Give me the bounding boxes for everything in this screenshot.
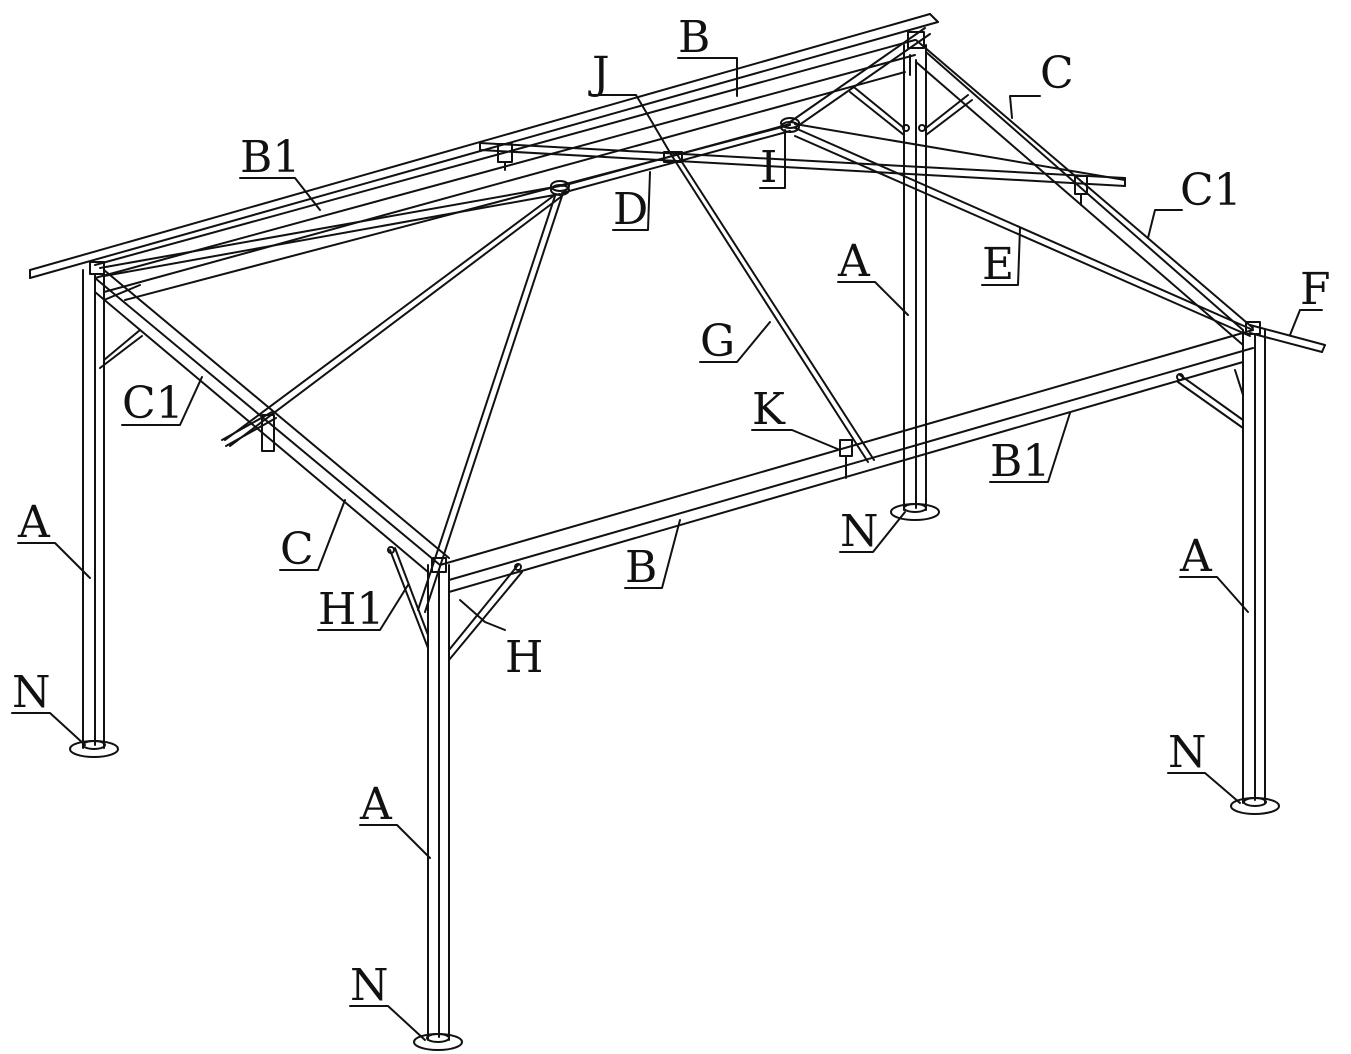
label-a-right: A bbox=[1179, 531, 1213, 582]
label-n-right: N bbox=[1168, 727, 1207, 778]
rafter-right-hub-to-back bbox=[789, 27, 931, 129]
leader-lines bbox=[11, 57, 1323, 1041]
bracket-k bbox=[839, 439, 853, 479]
label-g: G bbox=[700, 316, 735, 367]
rafter-g-ridge-to-k bbox=[671, 155, 875, 463]
brace-h bbox=[448, 563, 523, 661]
label-k: K bbox=[752, 384, 786, 435]
label-j: J bbox=[588, 48, 610, 99]
rafter-g-left-hub-to-front bbox=[417, 195, 563, 613]
hub-right bbox=[780, 117, 800, 133]
label-f: F bbox=[1300, 264, 1331, 315]
label-b-top: B bbox=[678, 12, 710, 63]
labels: B J C B1 I C1 D E A F G C1 K B1 A N C B … bbox=[12, 12, 1331, 1011]
label-n-center: N bbox=[840, 506, 879, 557]
label-b1-left: B1 bbox=[240, 132, 300, 183]
bracket-right-eave bbox=[1074, 175, 1088, 206]
bracket-front-right-top bbox=[1245, 321, 1261, 335]
label-d: D bbox=[613, 184, 648, 235]
label-b-front: B bbox=[625, 542, 657, 593]
label-c1-right: C1 bbox=[1180, 165, 1242, 216]
label-h1: H1 bbox=[318, 584, 384, 635]
post-front-right bbox=[1230, 329, 1280, 815]
bracket-back-right-top bbox=[907, 31, 925, 76]
label-c1-left: C1 bbox=[122, 378, 184, 429]
brace-h1 bbox=[387, 546, 429, 649]
post-front bbox=[413, 564, 463, 1051]
label-c-back: C bbox=[1040, 48, 1074, 99]
label-a-left: A bbox=[17, 497, 51, 548]
rafter-back-to-right-hub bbox=[124, 124, 791, 301]
bracket-back-left-top bbox=[89, 261, 105, 275]
rafter-left-hub-to-back bbox=[99, 185, 561, 277]
post-back-right bbox=[890, 44, 940, 521]
rafter-left-hub-to-left-corner bbox=[224, 193, 563, 447]
brace-back-right-right bbox=[918, 94, 973, 136]
eave-rail-b1-back bbox=[29, 13, 939, 279]
label-e: E bbox=[982, 239, 1014, 290]
bracket-ridge-left bbox=[497, 143, 513, 171]
label-b1-front: B1 bbox=[990, 436, 1050, 487]
bracket-c1-left bbox=[261, 414, 275, 452]
label-i: I bbox=[760, 142, 777, 193]
label-a-front: A bbox=[359, 779, 393, 830]
brace-back-left bbox=[99, 284, 143, 369]
label-n-left: N bbox=[12, 667, 51, 718]
ridge-rail bbox=[479, 142, 1126, 187]
rafter-e-right-hub-to-right bbox=[794, 127, 1254, 337]
rafter-right-hub-to-f bbox=[794, 123, 1126, 181]
post-back-left bbox=[69, 269, 119, 758]
bracket-front-top bbox=[431, 557, 447, 573]
brace-back-right-left bbox=[849, 87, 910, 136]
eave-rail-f-right bbox=[1249, 324, 1326, 353]
bracket-d bbox=[663, 151, 683, 163]
brace-front-right bbox=[1176, 369, 1244, 429]
label-n-front: N bbox=[350, 960, 389, 1011]
label-h: H bbox=[505, 632, 543, 683]
label-c-front: C bbox=[280, 524, 314, 575]
hub-left bbox=[550, 180, 570, 196]
label-a-center: A bbox=[837, 236, 871, 287]
